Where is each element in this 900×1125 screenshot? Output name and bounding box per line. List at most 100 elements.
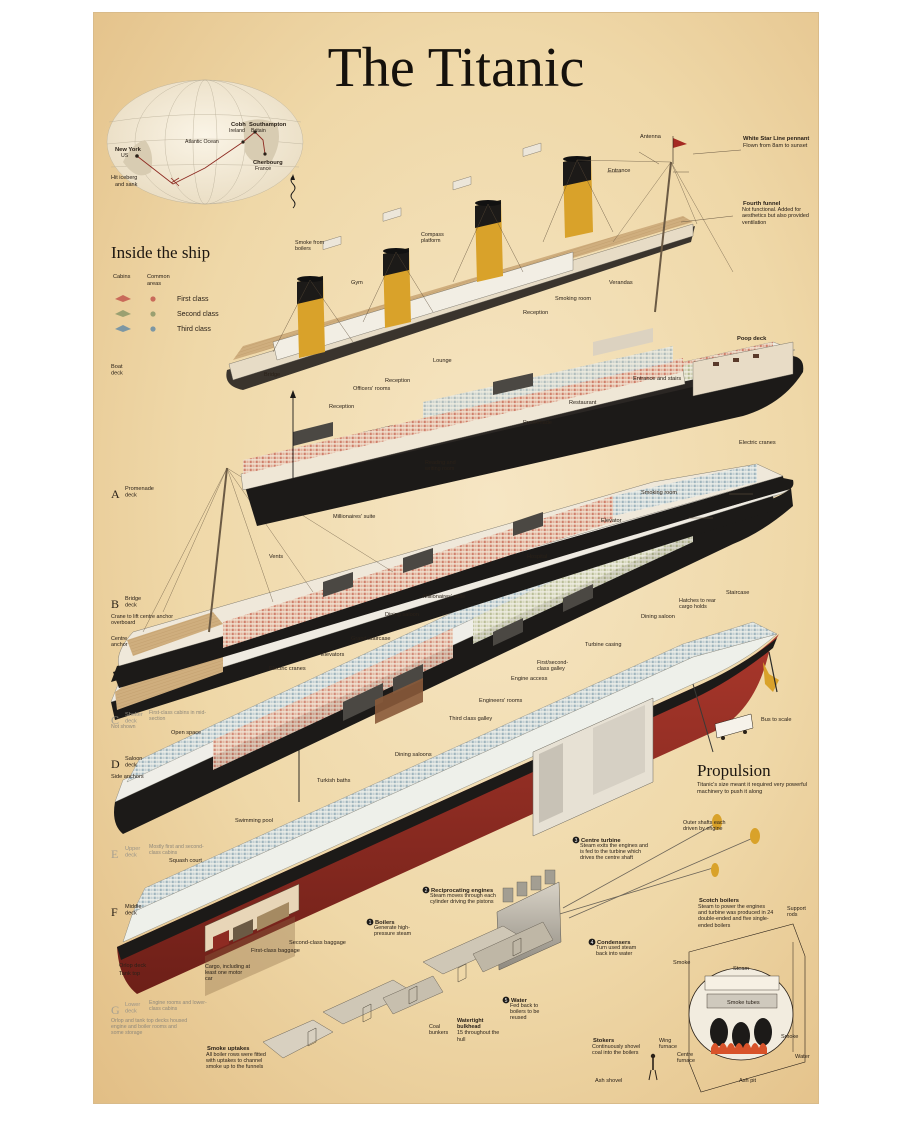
callout-tank-top: Tank top: [119, 971, 140, 977]
callout-vents: Vents: [269, 554, 283, 560]
label-smoke-2: Smoke: [781, 1034, 798, 1040]
legend: Inside the ship Cabins Common areas Firs…: [111, 243, 219, 333]
deck-note2: Not shown: [111, 724, 136, 730]
legend-cabin-swatch: [115, 325, 131, 332]
callout-reception: Reception: [523, 310, 548, 316]
legend-label: Third class: [177, 326, 211, 333]
callout-promenade: Promenade: [523, 420, 552, 426]
step-text-box: Generate high-pressure steam: [374, 925, 412, 938]
callout-bridge: Bridge: [264, 372, 280, 378]
callout-first-baggage: First-class baggage: [251, 948, 300, 954]
deck-note: First-class cabins in mid-section: [149, 710, 207, 722]
callout-elevators: Elevators: [321, 652, 345, 658]
label-smoke: Smoke: [673, 960, 690, 966]
callout-engine-access: Engine access: [511, 676, 548, 682]
funnel-3: [475, 200, 503, 282]
step-text: Generate high-pressure steam: [374, 925, 412, 938]
callout-smoke: Smoke from boilers: [295, 240, 325, 253]
step-number-badge: [572, 836, 580, 844]
propulsion-heading: Propulsion: [697, 761, 771, 780]
funnel-2: [383, 248, 411, 328]
deck-sub: deck: [125, 719, 137, 725]
step-number: 4: [591, 940, 594, 946]
deck-letter: F: [111, 905, 118, 919]
deck-note2-box: Orlop and tank top decks housed engine a…: [111, 1018, 188, 1036]
map-label: and sank: [115, 182, 138, 188]
callout-reading-box: Reading and writing room: [425, 460, 456, 472]
callout-smoking-room-2: Smoking room: [641, 490, 677, 496]
callout-hospital: Hospital: [527, 554, 547, 560]
deck-letter: A: [111, 487, 120, 501]
callout-gym: Gym: [351, 280, 363, 286]
propulsion-panel: Propulsion Titanic's size meant it requi…: [206, 761, 810, 1084]
callout-reception-3: Reception: [329, 404, 354, 410]
bus-icon: [714, 713, 754, 740]
callout-turkish-baths: Turkish baths: [317, 778, 351, 784]
deck-letter: D: [111, 757, 120, 771]
callout-centre-anchor-box: Centre anchor: [111, 636, 127, 648]
callout-smoke-box: Smoke from boilers: [295, 240, 325, 253]
callout-crane-anchor: Crane to lift centre anchor overboard: [111, 614, 174, 627]
callout-compass: Compass platform: [421, 232, 444, 245]
step-number: 3: [575, 838, 578, 844]
legend-cabin-swatch: [115, 295, 131, 302]
label-centre-furnace: Centre furnace: [677, 1052, 695, 1065]
legend-common-swatch: [150, 326, 156, 332]
page-title: The Titanic: [328, 37, 585, 99]
callout-fourth-funnel-sub-box: Not functional. Added for aesthetics but…: [742, 207, 809, 226]
legend-heading: Inside the ship: [111, 243, 210, 262]
callout-verandas: Verandas: [609, 280, 633, 286]
callout-fourth-funnel-sub: Not functional. Added for aesthetics but…: [742, 207, 809, 226]
deck-note2-box: Not shown: [111, 724, 136, 730]
legend-common-swatch: [150, 296, 156, 302]
deck-name: Shelter: [125, 712, 143, 718]
map-label: France: [255, 166, 271, 172]
diagram-canvas: The Titanic Hit iceberg and sank New Yor…: [106, 37, 810, 1093]
callout-entrance: Entrance: [608, 168, 630, 174]
deck-name: Saloon: [125, 756, 142, 762]
bulkhead-heading: Watertight bulkhead: [457, 1018, 484, 1031]
callout-dining-saloons: Dining saloons: [395, 752, 432, 758]
callout-squash-court: Squash court: [169, 858, 202, 864]
hull-lower-section: [117, 621, 779, 997]
deck-note2: Orlop and tank top decks housed engine a…: [111, 1018, 188, 1036]
step-number-badge: [366, 918, 374, 926]
deck-name: Boat: [111, 364, 123, 370]
step-text: Fed back to boilers to be reused: [510, 1003, 540, 1022]
infographic-poster: The Titanic Hit iceberg and sank New Yor…: [93, 12, 819, 1104]
legend-col-cabins: Cabins: [113, 274, 131, 280]
hull-bridge-section: [111, 463, 794, 688]
step-number: 5: [505, 998, 508, 1004]
callout-entrance-stairs: Entrance and stairs: [633, 376, 681, 382]
callout-electric-cranes: Electric cranes: [739, 440, 776, 446]
deck-name: Lower: [125, 1002, 140, 1008]
deck-sub: deck: [125, 763, 137, 769]
callout-open-space: Open space: [171, 730, 201, 736]
support-rods-box: Support rods: [787, 906, 806, 918]
deck-note: Engine rooms and lower-class cabins: [149, 1000, 207, 1012]
outer-shafts-box: Outer shafts each driven by engine: [683, 820, 726, 832]
deck-letter: C: [111, 713, 119, 727]
legend-row: Second class: [115, 310, 219, 318]
propulsion-intro-box: Titanic's size meant it required very po…: [697, 782, 807, 795]
deck-letter: G: [111, 1003, 120, 1017]
deck-sub: deck: [125, 1009, 137, 1015]
deck-note: Mostly first and second-class cabins: [149, 844, 204, 856]
deck-name: Promenade: [125, 486, 154, 492]
scotch-heading: Scotch boilers: [699, 898, 739, 904]
step-text-box: Fed back to boilers to be reused: [510, 1003, 540, 1022]
hull-mid-section: [114, 477, 793, 834]
callout-staircase: Staircase: [726, 590, 749, 596]
step-number-badge: [502, 996, 510, 1004]
uptakes-text: All boiler rows were fitted with uptakes…: [206, 1052, 266, 1071]
step-text-box: Steam moves through each cylinder drivin…: [430, 893, 496, 905]
step-title: Centre turbine: [581, 838, 621, 844]
